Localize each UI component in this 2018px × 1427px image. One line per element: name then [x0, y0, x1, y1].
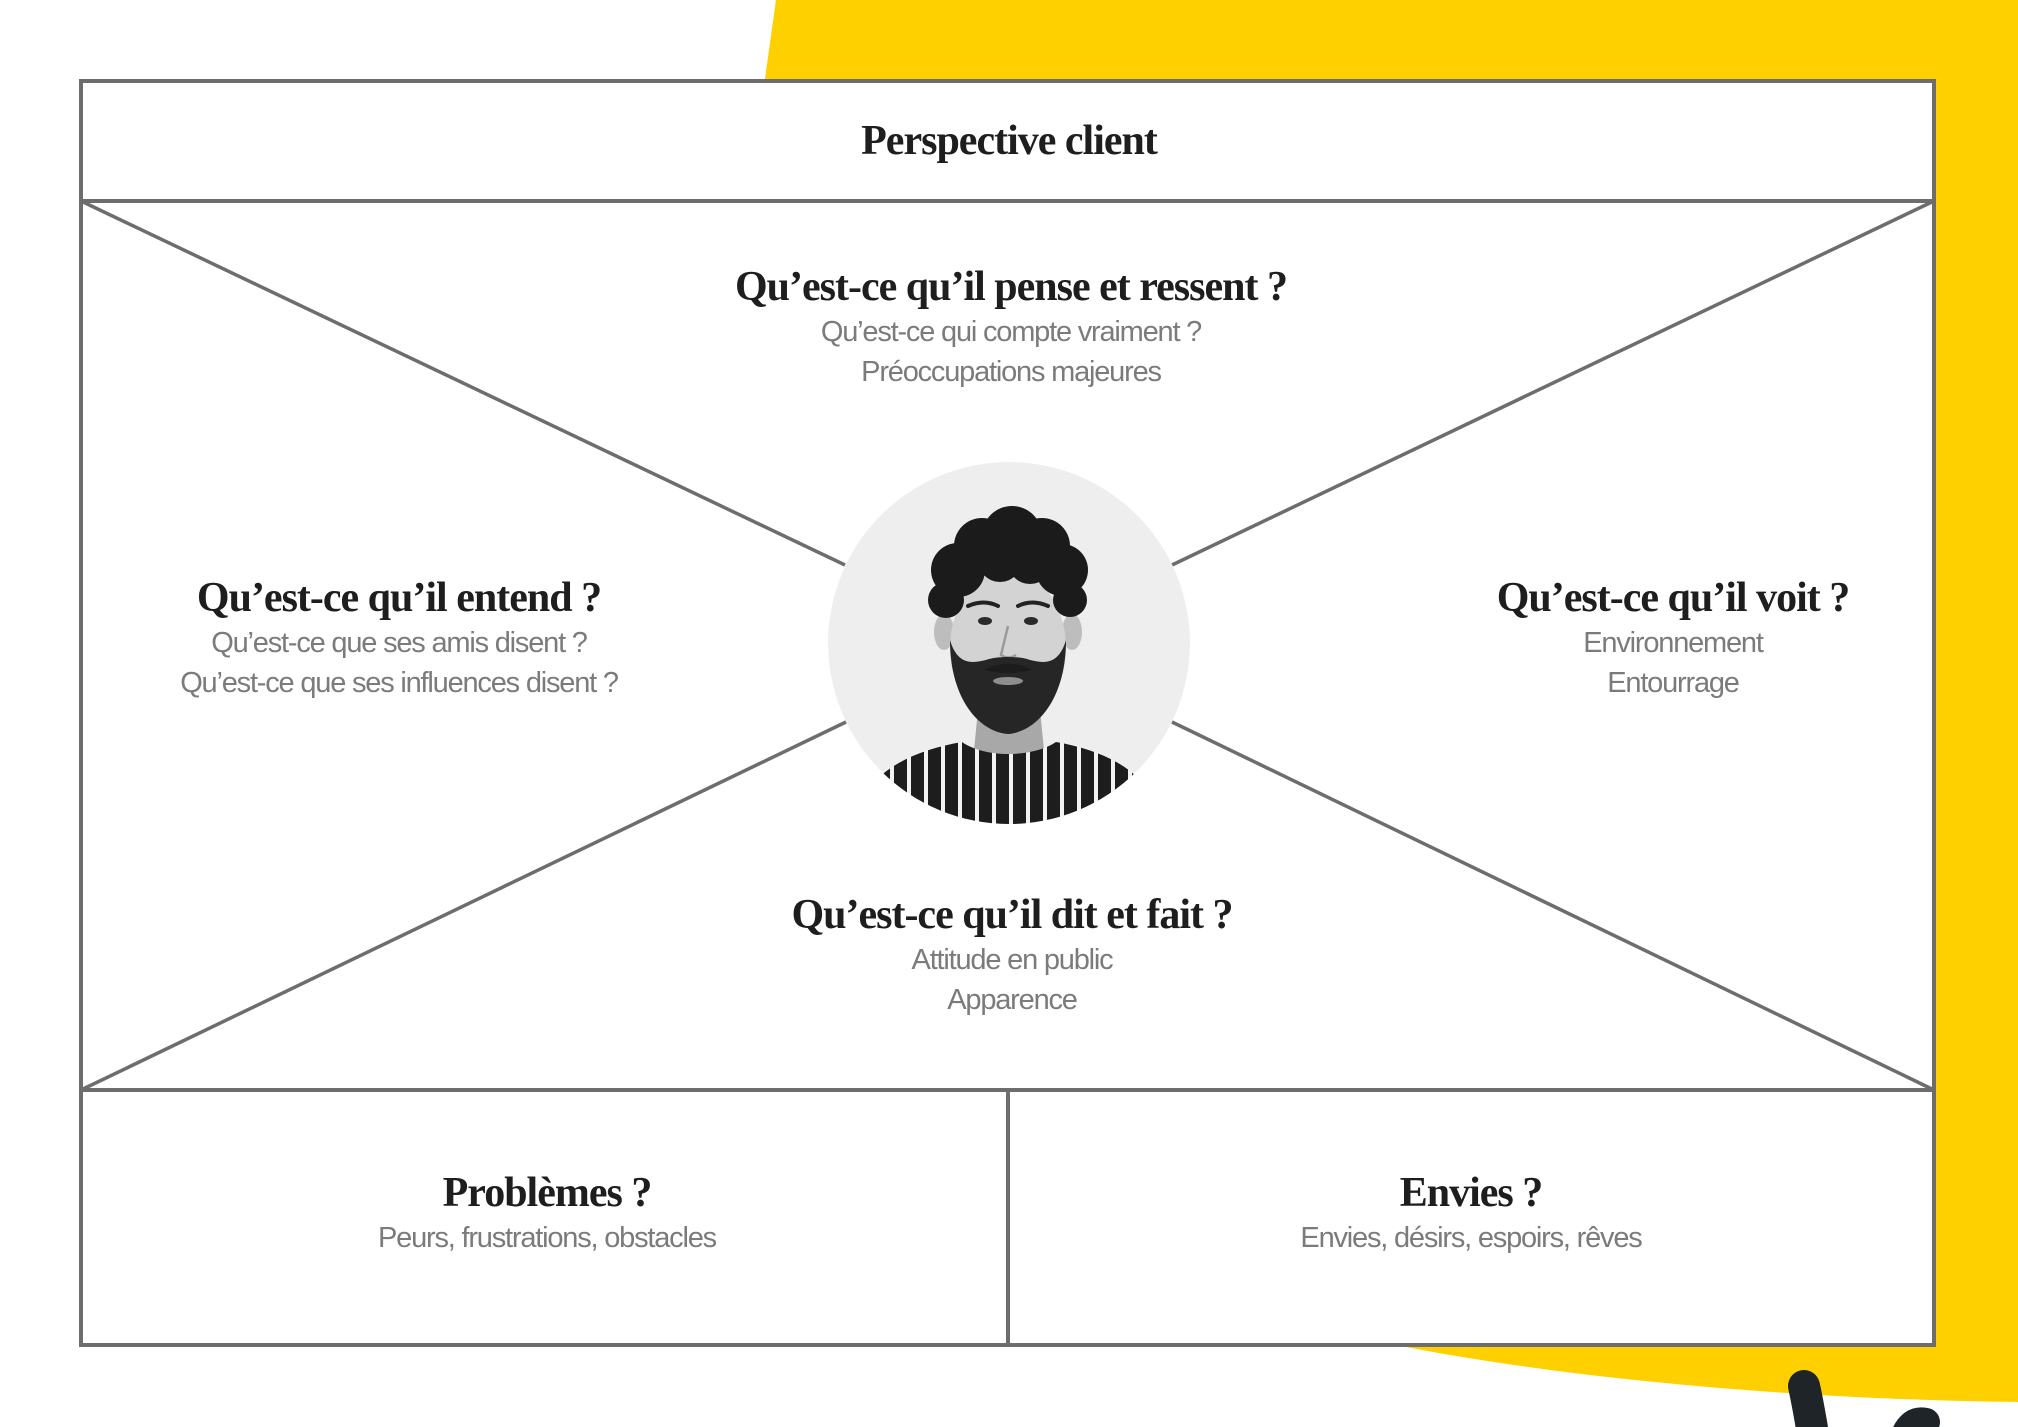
section-prompt: Envies, désirs, espoirs, rêves [1300, 1222, 1642, 1254]
section-pains: Problèmes ? Peurs, frustrations, obstacl… [247, 1168, 847, 1258]
portrait-photo [828, 462, 1190, 824]
section-prompt: Apparence [947, 984, 1078, 1016]
diagonal-line-top-left [80, 199, 846, 567]
section-title: Problèmes ? [442, 1170, 653, 1216]
section-sees: Qu’est-ce qu’il voit ? Environnement Ent… [1373, 573, 1973, 703]
section-title: Qu’est-ce qu’il entend ? [196, 575, 602, 621]
section-thinks-feels: Qu’est-ce qu’il pense et ressent ? Qu’es… [611, 262, 1411, 392]
section-gains: Envies ? Envies, désirs, espoirs, rêves [1171, 1168, 1771, 1258]
page-title: Perspective client [861, 118, 1158, 164]
section-prompt: Qu’est-ce que ses amis disent ? [211, 627, 588, 659]
decorative-stroke [1893, 1407, 1940, 1427]
section-prompt: Préoccupations majeures [861, 356, 1162, 388]
section-prompt: Peurs, frustrations, obstacles [378, 1222, 717, 1254]
section-title: Qu’est-ce qu’il voit ? [1496, 575, 1850, 621]
section-hears: Qu’est-ce qu’il entend ? Qu’est-ce que s… [49, 573, 749, 703]
map-header: Perspective client [659, 116, 1359, 166]
section-prompt: Environnement [1583, 627, 1764, 659]
section-title: Envies ? [1399, 1170, 1544, 1216]
section-prompt: Entourrage [1607, 667, 1740, 699]
diagonal-line-bottom-left [80, 720, 847, 1092]
diagonal-line-top-right [1171, 199, 1935, 567]
section-prompt: Qu’est-ce que ses influences disent ? [180, 667, 619, 699]
section-title: Qu’est-ce qu’il pense et ressent ? [735, 264, 1288, 310]
section-prompt: Qu’est-ce qui compte vraiment ? [820, 316, 1202, 348]
section-prompt: Attitude en public [911, 944, 1114, 976]
section-title: Qu’est-ce qu’il dit et fait ? [791, 892, 1233, 938]
diagonal-line-bottom-right [1171, 720, 1935, 1092]
decorative-stroke [1788, 1370, 1829, 1427]
section-says-does: Qu’est-ce qu’il dit et fait ? Attitude e… [612, 890, 1412, 1020]
